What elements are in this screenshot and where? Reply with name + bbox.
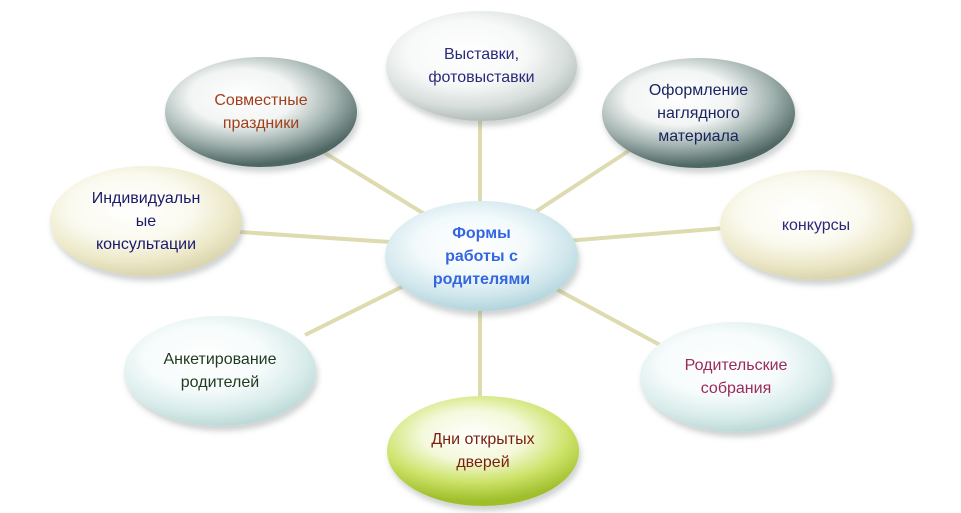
node-konkursy: конкурсы [720, 170, 912, 280]
node-oformlenie-label: Оформление наглядного материала [648, 81, 749, 145]
node-dni: Дни открытых дверей [387, 396, 579, 506]
node-konsultatsii: Индивидуальн ые консультации [50, 166, 242, 276]
node-anketirovanie: Анкетирование родителей [124, 316, 316, 426]
node-sobraniya-label: Родительские собрания [684, 357, 788, 397]
node-prazdniki-label: Совместные праздники [214, 92, 308, 132]
node-prazdniki: Совместные праздники [165, 57, 357, 167]
node-vystavki: Выставки, фотовыставки [386, 11, 577, 121]
node-konsultatsii-label: Индивидуальн ые консультации [91, 189, 201, 253]
node-center-label: Формы работы с родителями [432, 224, 531, 288]
node-konkursy-label: конкурсы [781, 216, 851, 234]
node-oformlenie: Оформление наглядного материала [602, 58, 795, 168]
node-vystavki-label: Выставки, фотовыставки [428, 46, 535, 86]
node-dni-label: Дни открытых дверей [431, 431, 535, 471]
node-center: Формы работы с родителями [385, 201, 578, 311]
node-sobraniya: Родительские собрания [640, 322, 832, 432]
node-anketirovanie-label: Анкетирование родителей [163, 351, 277, 391]
